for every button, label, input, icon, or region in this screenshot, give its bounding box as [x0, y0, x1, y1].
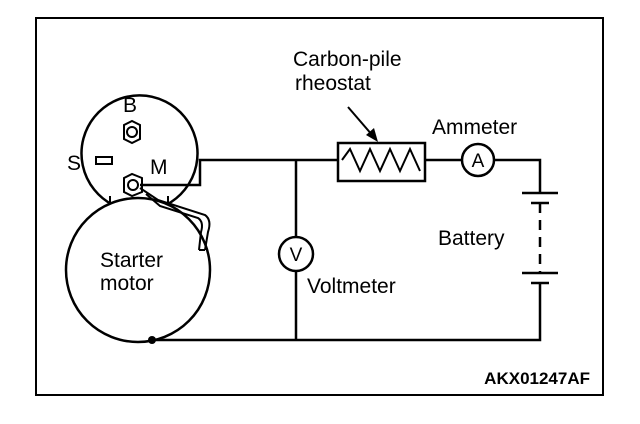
circuit-wires — [140, 158, 542, 344]
label-rheostat-line2: rheostat — [295, 72, 371, 95]
label-starter-line1: Starter — [100, 249, 163, 272]
label-terminal-b: B — [123, 94, 137, 117]
ammeter-symbol — [460, 142, 496, 178]
figure-code: AKX01247AF — [484, 369, 590, 388]
diagram-frame — [35, 17, 604, 396]
terminal-b — [123, 119, 141, 145]
label-ammeter-symbol: A — [472, 151, 485, 172]
terminal-s — [95, 156, 113, 165]
label-battery: Battery — [438, 227, 505, 250]
carbon-pile-rheostat — [336, 106, 427, 183]
label-rheostat-line1: Carbon-pile — [293, 48, 402, 71]
label-starter-line2: motor — [100, 272, 154, 295]
label-voltmeter: Voltmeter — [307, 275, 396, 298]
terminal-m — [123, 172, 143, 198]
solenoid — [80, 94, 199, 212]
voltmeter-symbol — [277, 235, 315, 273]
label-terminal-s: S — [67, 152, 81, 175]
battery-symbol — [522, 191, 558, 285]
label-ammeter: Ammeter — [432, 116, 517, 139]
motor-lead-strap — [139, 187, 211, 251]
label-terminal-m: M — [150, 156, 168, 179]
label-voltmeter-symbol: V — [290, 245, 303, 266]
starter-motor — [64, 196, 212, 344]
